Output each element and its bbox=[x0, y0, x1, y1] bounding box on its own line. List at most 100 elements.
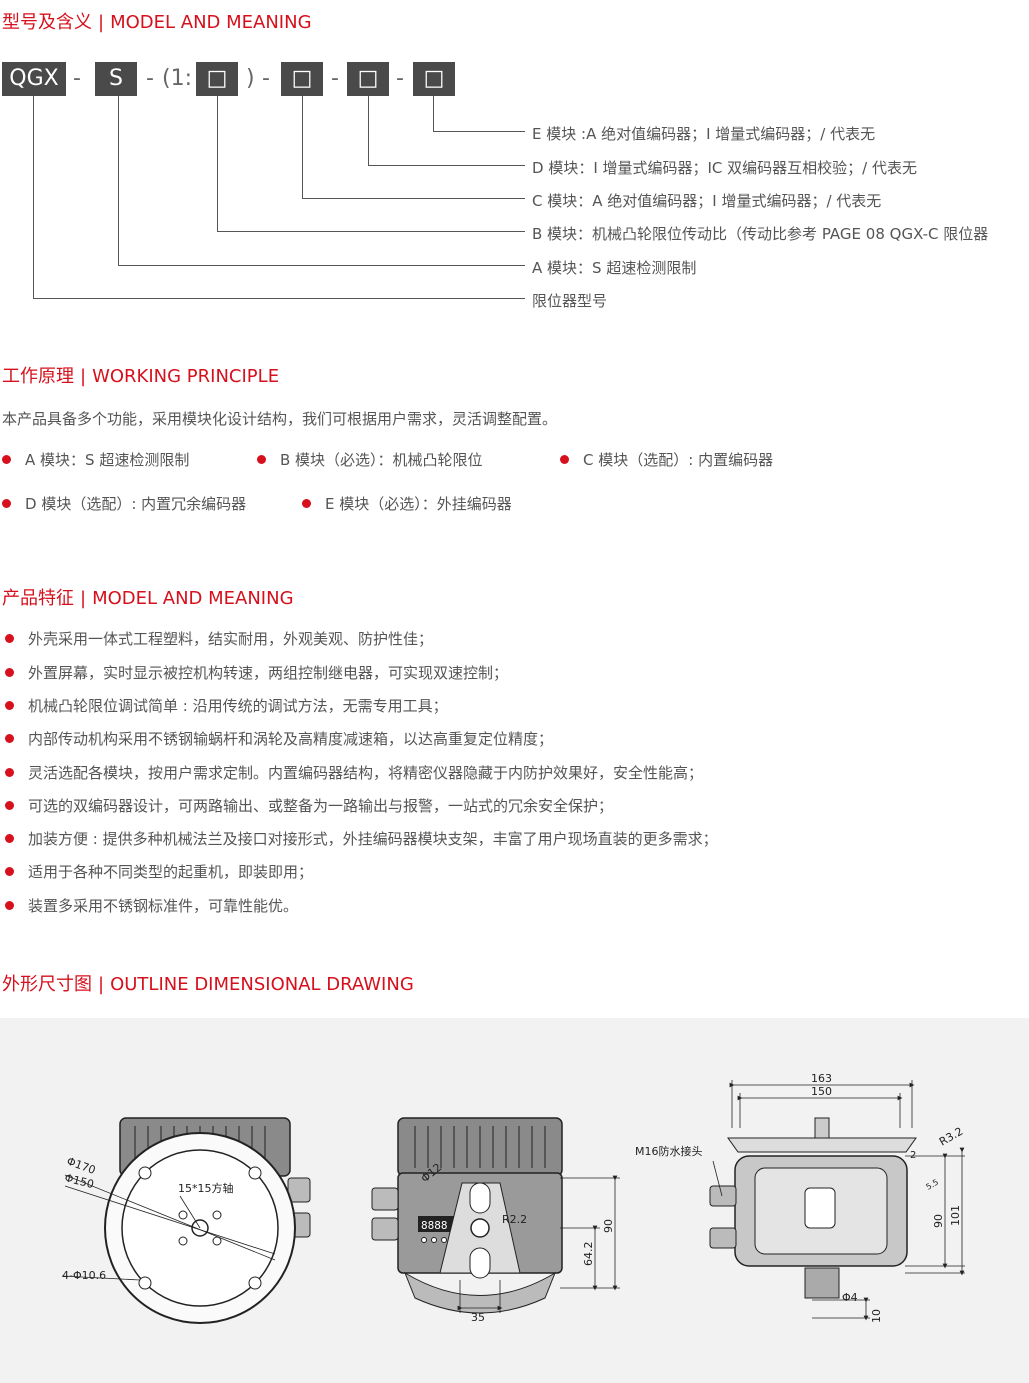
indicator-led bbox=[441, 1237, 447, 1243]
dim-leader bbox=[61, 1275, 141, 1281]
dim-h90-right: 90 bbox=[932, 1214, 945, 1228]
dim-leader bbox=[712, 1160, 723, 1197]
bracket-slot-upper bbox=[469, 1182, 491, 1214]
indicator-led bbox=[431, 1237, 437, 1243]
bullet-dot bbox=[5, 834, 14, 843]
legend-model-type: 限位器型号 bbox=[532, 292, 608, 310]
bullet-dot bbox=[5, 867, 14, 876]
legend-d-module: D 模块：I 增量式编码器；IC 双编码器互相校验；/ 代表无 bbox=[532, 159, 917, 177]
working-title-en: WORKING PRINCIPLE bbox=[92, 366, 280, 387]
code-separator: - bbox=[73, 66, 81, 91]
mount-hole bbox=[138, 1166, 152, 1180]
feature-item: 外壳采用一体式工程塑料，结实耐用，外观美观、防护性佳； bbox=[5, 628, 433, 649]
bullet-dot bbox=[5, 801, 14, 810]
feature-item: 外置屏幕，实时显示被控机构转速，两组控制继电器，可实现双速控制； bbox=[5, 662, 508, 683]
leader-model-vertical bbox=[33, 96, 34, 299]
led-display bbox=[418, 1216, 456, 1232]
feature-item-label: 加装方便 : 提供多种机械法兰及接口对接形式，外挂编码器模块支架，丰富了用户现场… bbox=[28, 830, 718, 848]
gland-connector-upper bbox=[371, 1187, 399, 1211]
features-section-title: 产品特征|MODEL AND MEANING bbox=[2, 584, 294, 610]
leader-e-vertical bbox=[433, 96, 434, 132]
code-s-box: S bbox=[95, 62, 137, 96]
module-item: C 模块（选配）: 内置编码器 bbox=[560, 449, 773, 470]
legend-c-module: C 模块：A 绝对值编码器；I 增量式编码器；/ 代表无 bbox=[532, 192, 882, 210]
working-title-cn: 工作原理 bbox=[2, 366, 74, 387]
outline-drawings: Φ170 Φ150 15*15方轴 4-Φ10.6 8888 bbox=[61, 1072, 965, 1324]
dim-r22: R2.2 bbox=[502, 1213, 527, 1226]
bullet-dot bbox=[5, 668, 14, 677]
top-view: 163 150 M16防水接头 90 101 R3.2 2 5.5 Φ4 10 bbox=[635, 1072, 965, 1323]
module-item-label: C 模块（选配）: 内置编码器 bbox=[583, 451, 774, 469]
leader-c-horizontal bbox=[302, 198, 525, 199]
module-item-label: A 模块：S 超速检测限制 bbox=[25, 451, 190, 469]
led-display-value: 8888 bbox=[421, 1219, 448, 1232]
model-section-title: 型号及含义|MODEL AND MEANING bbox=[2, 8, 312, 34]
code-c-box: □ bbox=[281, 62, 323, 96]
feature-item: 加装方便 : 提供多种机械法兰及接口对接形式，外挂编码器模块支架，丰富了用户现场… bbox=[5, 828, 718, 849]
working-section-title: 工作原理 |WORKING PRINCIPLE bbox=[2, 362, 279, 388]
code-b-box: □ bbox=[196, 62, 238, 96]
bullet-dot bbox=[257, 455, 266, 464]
gland-connector-lower bbox=[709, 1227, 737, 1249]
leader-e-horizontal bbox=[433, 131, 525, 132]
mounting-post bbox=[814, 1117, 830, 1139]
bullet-dot bbox=[5, 768, 14, 777]
gland-connector-lower bbox=[371, 1217, 399, 1241]
module-item-label: B 模块（必选）：机械凸轮限位 bbox=[280, 451, 483, 469]
dim-d4: Φ4 bbox=[842, 1291, 858, 1304]
legend-e-module: E 模块 :A 绝对值编码器；I 增量式编码器；/ 代表无 bbox=[532, 125, 876, 143]
gland-connector-upper bbox=[709, 1185, 737, 1207]
feature-item-label: 外置屏幕，实时显示被控机构转速，两组控制继电器，可实现双速控制； bbox=[28, 664, 509, 682]
leader-model-horizontal bbox=[33, 298, 525, 299]
working-intro: 本产品具备多个功能，采用模块化设计结构，我们可根据用户需求，灵活调整配置。 bbox=[2, 410, 558, 428]
module-item-label: E 模块（必选）：外挂编码器 bbox=[325, 495, 512, 513]
bullet-dot bbox=[5, 634, 14, 643]
feature-item-label: 装置多采用不锈钢标准件，可靠性能优。 bbox=[28, 897, 299, 915]
outline-title-cn: 外形尺寸图 bbox=[2, 974, 92, 995]
screw-hole bbox=[212, 1236, 222, 1246]
title-divider: | bbox=[80, 588, 87, 609]
dim-h642: 64.2 bbox=[582, 1242, 595, 1267]
screw-hole bbox=[212, 1210, 222, 1220]
code-separator: - bbox=[331, 66, 339, 91]
feature-item: 可选的双编码器设计，可两路输出、或整备为一路输出与报警，一站式的冗余安全保护； bbox=[5, 795, 613, 816]
feature-item: 灵活选配各模块，按用户需求定制。内置编码器结构，将精密仪器隐藏于内防护效果好，安… bbox=[5, 762, 703, 783]
housing-fins bbox=[414, 1126, 546, 1168]
legend-a-module: A 模块：S 超速检测限制 bbox=[532, 259, 697, 277]
bullet-dot bbox=[5, 734, 14, 743]
shaft-coupling bbox=[470, 1218, 490, 1238]
code-e-box: □ bbox=[413, 62, 455, 96]
bullet-dot bbox=[302, 499, 311, 508]
bullet-dot bbox=[2, 499, 11, 508]
title-divider: | bbox=[98, 974, 105, 995]
mount-hole bbox=[138, 1276, 152, 1290]
module-item: E 模块（必选）：外挂编码器 bbox=[302, 493, 512, 514]
mount-hole bbox=[248, 1276, 262, 1290]
feature-item: 适用于各种不同类型的起重机，即装即用； bbox=[5, 861, 313, 882]
model-title-cn: 型号及含义 bbox=[2, 12, 92, 33]
dim-w35: 35 bbox=[471, 1311, 485, 1324]
dim-leader bbox=[64, 1174, 276, 1261]
leader-c-vertical bbox=[302, 96, 303, 199]
feature-item-label: 适用于各种不同类型的起重机，即装即用； bbox=[28, 863, 314, 881]
leader-b-horizontal bbox=[217, 231, 525, 232]
feature-item-label: 内部传动机构采用不锈钢输蜗杆和涡轮及高精度减速箱，以达高重复定位精度； bbox=[28, 730, 554, 748]
outline-section-title: 外形尺寸图|OUTLINE DIMENSIONAL DRAWING bbox=[2, 970, 414, 996]
title-divider: | bbox=[98, 12, 105, 33]
feature-item: 内部传动机构采用不锈钢输蜗杆和涡轮及高精度减速箱，以达高重复定位精度； bbox=[5, 728, 553, 749]
dim-w163: 163 bbox=[811, 1072, 832, 1085]
code-separator: - bbox=[146, 66, 154, 91]
side-view: 8888 90 64.2 35 Φ12 R2.2 bbox=[371, 1117, 620, 1324]
dim-h90: 90 bbox=[602, 1219, 615, 1233]
code-separator: - bbox=[396, 66, 404, 91]
feature-item: 机械凸轮限位调试简单 : 沿用传统的调试方法，无需专用工具； bbox=[5, 695, 448, 716]
code-ratio-close: ) bbox=[246, 66, 255, 91]
connector-label: M16防水接头 bbox=[635, 1144, 703, 1158]
bullet-dot bbox=[2, 455, 11, 464]
dim-w150: 150 bbox=[811, 1085, 832, 1098]
leader-a-vertical bbox=[118, 96, 119, 266]
title-divider: | bbox=[80, 366, 87, 387]
dim-shaft: 15*15方轴 bbox=[178, 1181, 234, 1195]
bullet-dot bbox=[5, 901, 14, 910]
leader-d-horizontal bbox=[368, 165, 525, 166]
